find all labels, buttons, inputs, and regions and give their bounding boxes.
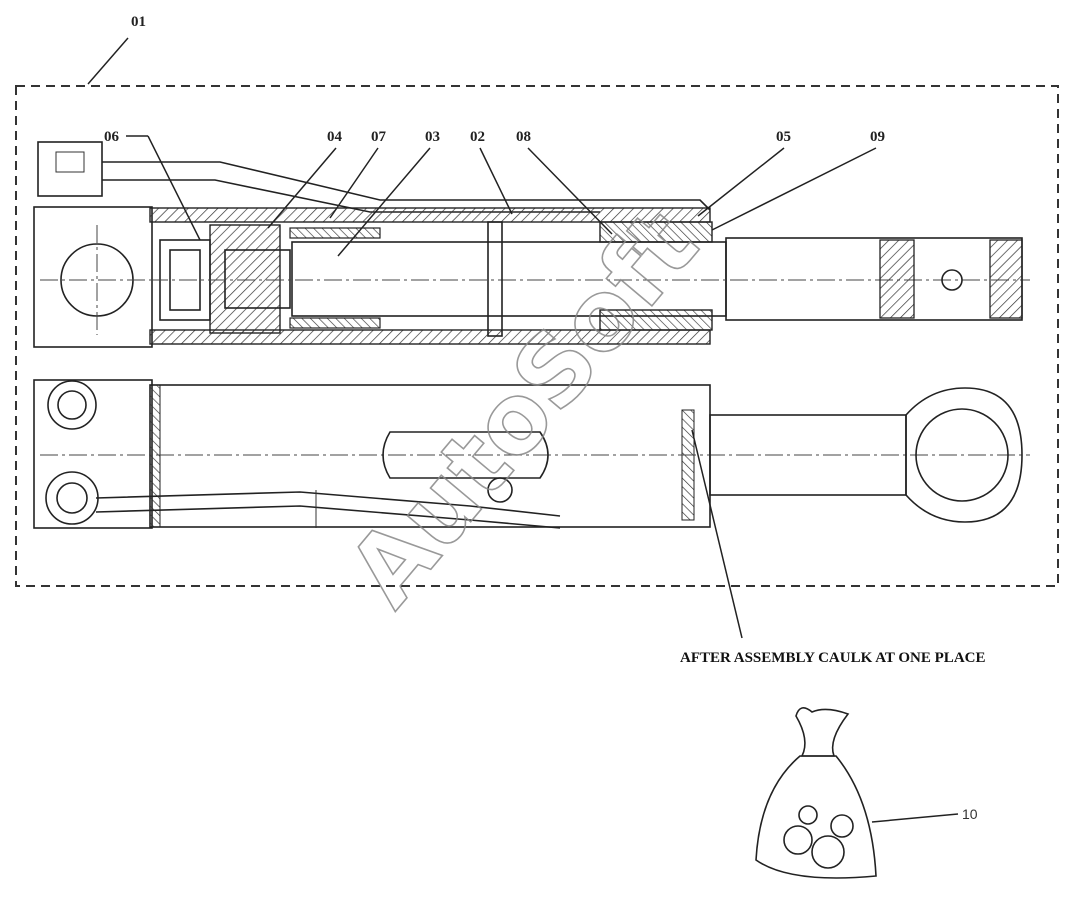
caulk-leader-line [691, 429, 743, 639]
parts-bag-body [755, 755, 877, 879]
callout-label-03: 03 [425, 129, 440, 145]
piston-nut-hex [169, 249, 201, 311]
piston-rod-extended [725, 237, 1023, 321]
assembly-boundary-box [15, 85, 1059, 587]
parts-bag-illustration: 10 [755, 707, 978, 879]
lower-port-bore [56, 482, 88, 514]
callout-10-leader [871, 813, 959, 823]
parts-bag-neck [795, 707, 850, 757]
lower-port-ring [45, 471, 99, 525]
rod-eye-grease-hole [941, 269, 963, 291]
rod-eye-outline [905, 387, 1023, 523]
callout-09: 09 [711, 129, 885, 231]
callout-label-05: 05 [776, 129, 791, 145]
barrel-wall-top [149, 207, 711, 223]
callout-label-04: 04 [327, 129, 343, 145]
oil-tube-upper [102, 161, 711, 211]
callout-06: 06 [104, 129, 201, 241]
oil-tube-lower [102, 179, 600, 213]
piston [209, 224, 281, 334]
watermark: AutoSoft [327, 189, 720, 627]
bag-content-1 [783, 825, 813, 855]
piston-inner [224, 249, 291, 309]
callout-label-06: 06 [104, 129, 120, 145]
mounting-bracket [382, 431, 549, 479]
head-block-outline [33, 379, 153, 529]
bag-content-4 [798, 805, 818, 825]
port-fitting-detail [55, 151, 85, 173]
barrel-wall-bottom [149, 329, 711, 345]
callout-05: 05 [697, 129, 791, 217]
hose-line-b [95, 505, 561, 529]
port-fitting-block [37, 141, 103, 197]
upper-port-ring [47, 380, 97, 430]
rod-eye-bore [915, 408, 1009, 502]
callout-label-02: 02 [470, 129, 485, 145]
cushion-sleeve-top [289, 227, 381, 239]
weld-seam-left [149, 384, 161, 528]
callout-07: 07 [329, 129, 387, 219]
callout-01: 01 [87, 14, 146, 85]
hose-line-a [95, 491, 561, 517]
rod-eye-bush-right [989, 239, 1023, 319]
gland-bottom [599, 309, 713, 331]
hose-clamp [487, 477, 513, 503]
caulk-note: AFTER ASSEMBLY CAULK AT ONE PLACE [680, 429, 986, 666]
spacer-ring [487, 221, 503, 337]
caulk-note-text: AFTER ASSEMBLY CAULK AT ONE PLACE [680, 650, 986, 666]
bag-content-3 [830, 814, 854, 838]
callout-02: 02 [470, 129, 513, 215]
rod-eye-bush-left [879, 239, 915, 319]
cylinder-outline-view [33, 379, 1030, 529]
callout-03: 03 [337, 129, 440, 257]
callout-label-07: 07 [371, 129, 387, 145]
callout-label-10: 10 [962, 806, 978, 822]
bag-content-2 [811, 835, 845, 869]
callout-04: 04 [267, 129, 343, 229]
callout-label-09: 09 [870, 129, 885, 145]
callout-08: 08 [516, 129, 613, 235]
callout-label-01: 01 [131, 14, 146, 30]
callout-label-08: 08 [516, 129, 531, 145]
weld-seam-right [681, 409, 695, 521]
cylinder-section-view [33, 141, 1030, 348]
cushion-sleeve-bottom [289, 317, 381, 329]
upper-port-bore [57, 390, 87, 420]
cylinder-head-block [33, 206, 153, 348]
